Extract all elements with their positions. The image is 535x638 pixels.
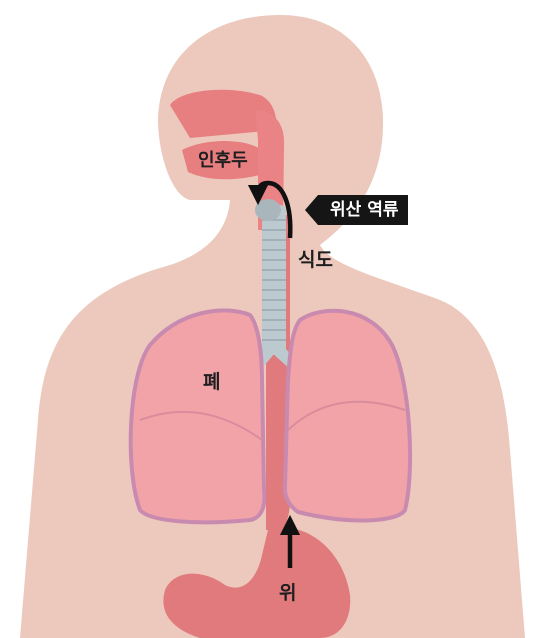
lung-label: 폐 — [203, 367, 220, 394]
right-lung — [285, 311, 410, 521]
larynx-label: 인후두 — [198, 146, 248, 172]
esophagus-label: 식도 — [298, 245, 333, 272]
stomach-label: 위 — [279, 578, 296, 605]
reflux-callout: 위산 역류 — [318, 195, 408, 225]
larynx-box — [255, 199, 281, 221]
